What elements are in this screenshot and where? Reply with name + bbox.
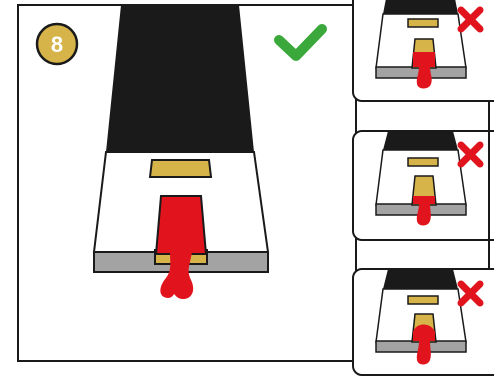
- alt-3-drip: [416, 341, 431, 365]
- alt-3-dark-band: [383, 269, 458, 289]
- alt-2-upper-gold: [407, 157, 439, 167]
- check-icon: [274, 24, 327, 61]
- step-badge-circle: [35, 22, 79, 66]
- alt-3-upper-gold: [407, 295, 439, 305]
- alt-2-red-fill: [413, 196, 435, 204]
- cross-icon: [457, 141, 484, 168]
- main-panel: 8: [17, 4, 357, 362]
- top-dark-band: [106, 5, 254, 152]
- alternative-panel-2: [352, 130, 494, 241]
- step-badge: 8: [35, 22, 79, 66]
- red-cartridge: [154, 195, 208, 255]
- cross-icon: [457, 6, 484, 33]
- red-drip: [160, 252, 194, 299]
- alternative-panel-3: [352, 268, 494, 376]
- alternative-panel-1: [352, 0, 494, 102]
- alt-1-red-fill: [413, 52, 435, 67]
- alt-1-dark-band: [383, 0, 458, 14]
- alt-3-red-fill: [413, 324, 435, 341]
- main-device: [92, 5, 270, 299]
- alt-2-drip: [416, 204, 431, 226]
- alt-1-drip: [416, 66, 432, 89]
- cross-icon: [457, 280, 484, 307]
- alt-1-upper-gold: [407, 18, 439, 28]
- alt-2-dark-band: [383, 131, 458, 150]
- step-number: 8: [51, 32, 63, 57]
- upper-gold-piece: [148, 159, 213, 178]
